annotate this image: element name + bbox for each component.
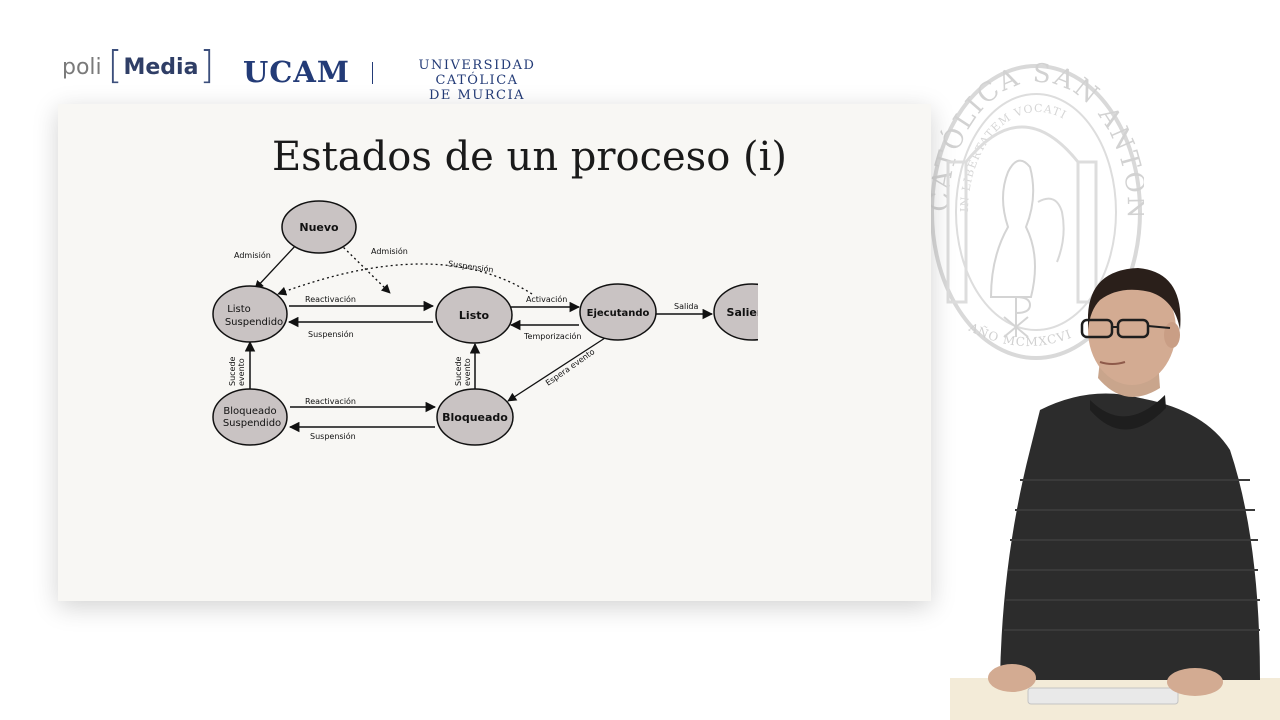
- label-suspension-mid: Suspensión: [308, 329, 354, 339]
- header-bar: poli [ Media ] UCAM UNIVERSIDAD CATÓLICA…: [0, 0, 1280, 103]
- process-states-diagram: Admisión Admisión Suspensión Reactivació…: [212, 200, 758, 446]
- node-listo: Listo: [435, 286, 513, 344]
- node-ejecutando: Ejecutando: [579, 283, 657, 341]
- edge-admision-left: [254, 243, 298, 290]
- svg-text:Listo: Listo: [459, 309, 490, 322]
- media-word: Media: [123, 54, 199, 80]
- label-activacion: Activación: [526, 294, 567, 304]
- label-sucede-mid-2: evento: [463, 358, 472, 386]
- node-bloqueado-suspendido: Bloqueado Suspendido: [212, 388, 288, 446]
- presenter-video: [950, 268, 1280, 720]
- university-line-1: UNIVERSIDAD CATÓLICA: [418, 58, 536, 88]
- svg-text:Bloqueado: Bloqueado: [442, 411, 508, 424]
- poli-word: poli: [62, 54, 102, 80]
- label-reactivacion-top: Reactivación: [305, 294, 356, 304]
- logo-bracket-left: [: [107, 43, 123, 87]
- university-name: UNIVERSIDAD CATÓLICA DE MURCIA: [385, 58, 569, 103]
- svg-text:Saliente: Saliente: [727, 306, 758, 319]
- presentation-slide: Estados de un proceso (i): [58, 104, 931, 601]
- label-reactivacion-bottom: Reactivación: [305, 396, 356, 406]
- svg-text:Listo: Listo: [227, 304, 251, 315]
- ucam-logo: UCAM: [243, 55, 350, 89]
- edge-admision-right: [339, 243, 391, 294]
- logo-bracket-right: ]: [199, 43, 215, 87]
- label-sucede-mid-1: Sucede: [454, 356, 463, 386]
- svg-text:Suspendido: Suspendido: [223, 418, 281, 429]
- label-sucede-left-1: Sucede: [228, 356, 237, 386]
- svg-text:Nuevo: Nuevo: [299, 221, 339, 234]
- label-suspension-bottom: Suspensión: [310, 431, 356, 441]
- label-suspension-top: Suspensión: [447, 258, 494, 274]
- label-admision-left: Admisión: [234, 250, 271, 260]
- university-line-2: DE MURCIA: [428, 88, 526, 103]
- node-bloqueado: Bloqueado: [436, 388, 514, 446]
- slide-title: Estados de un proceso (i): [271, 134, 788, 180]
- polimedia-logo: poli [ Media ]: [62, 46, 214, 84]
- logo-divider: [372, 62, 373, 84]
- label-espera-evento: Espera evento: [544, 347, 596, 387]
- edge-suspension-top: [277, 263, 533, 296]
- svg-text:Suspendido: Suspendido: [225, 317, 283, 328]
- node-nuevo: Nuevo: [281, 200, 357, 254]
- university-seal-watermark: CATÓLICA SAN ANTONIO IN LIBERTATEM VOCAT…: [928, 62, 1144, 360]
- svg-text:Bloqueado: Bloqueado: [223, 406, 276, 417]
- edge-espera-evento: [507, 337, 606, 402]
- node-listo-suspendido: Listo Suspendido: [212, 285, 288, 343]
- label-temporizacion: Temporización: [523, 331, 581, 341]
- svg-text:Ejecutando: Ejecutando: [587, 308, 650, 319]
- label-salida: Salida: [674, 302, 699, 311]
- node-saliente: Saliente: [713, 283, 758, 341]
- label-sucede-left-2: evento: [237, 358, 246, 386]
- label-admision-right: Admisión: [371, 246, 408, 256]
